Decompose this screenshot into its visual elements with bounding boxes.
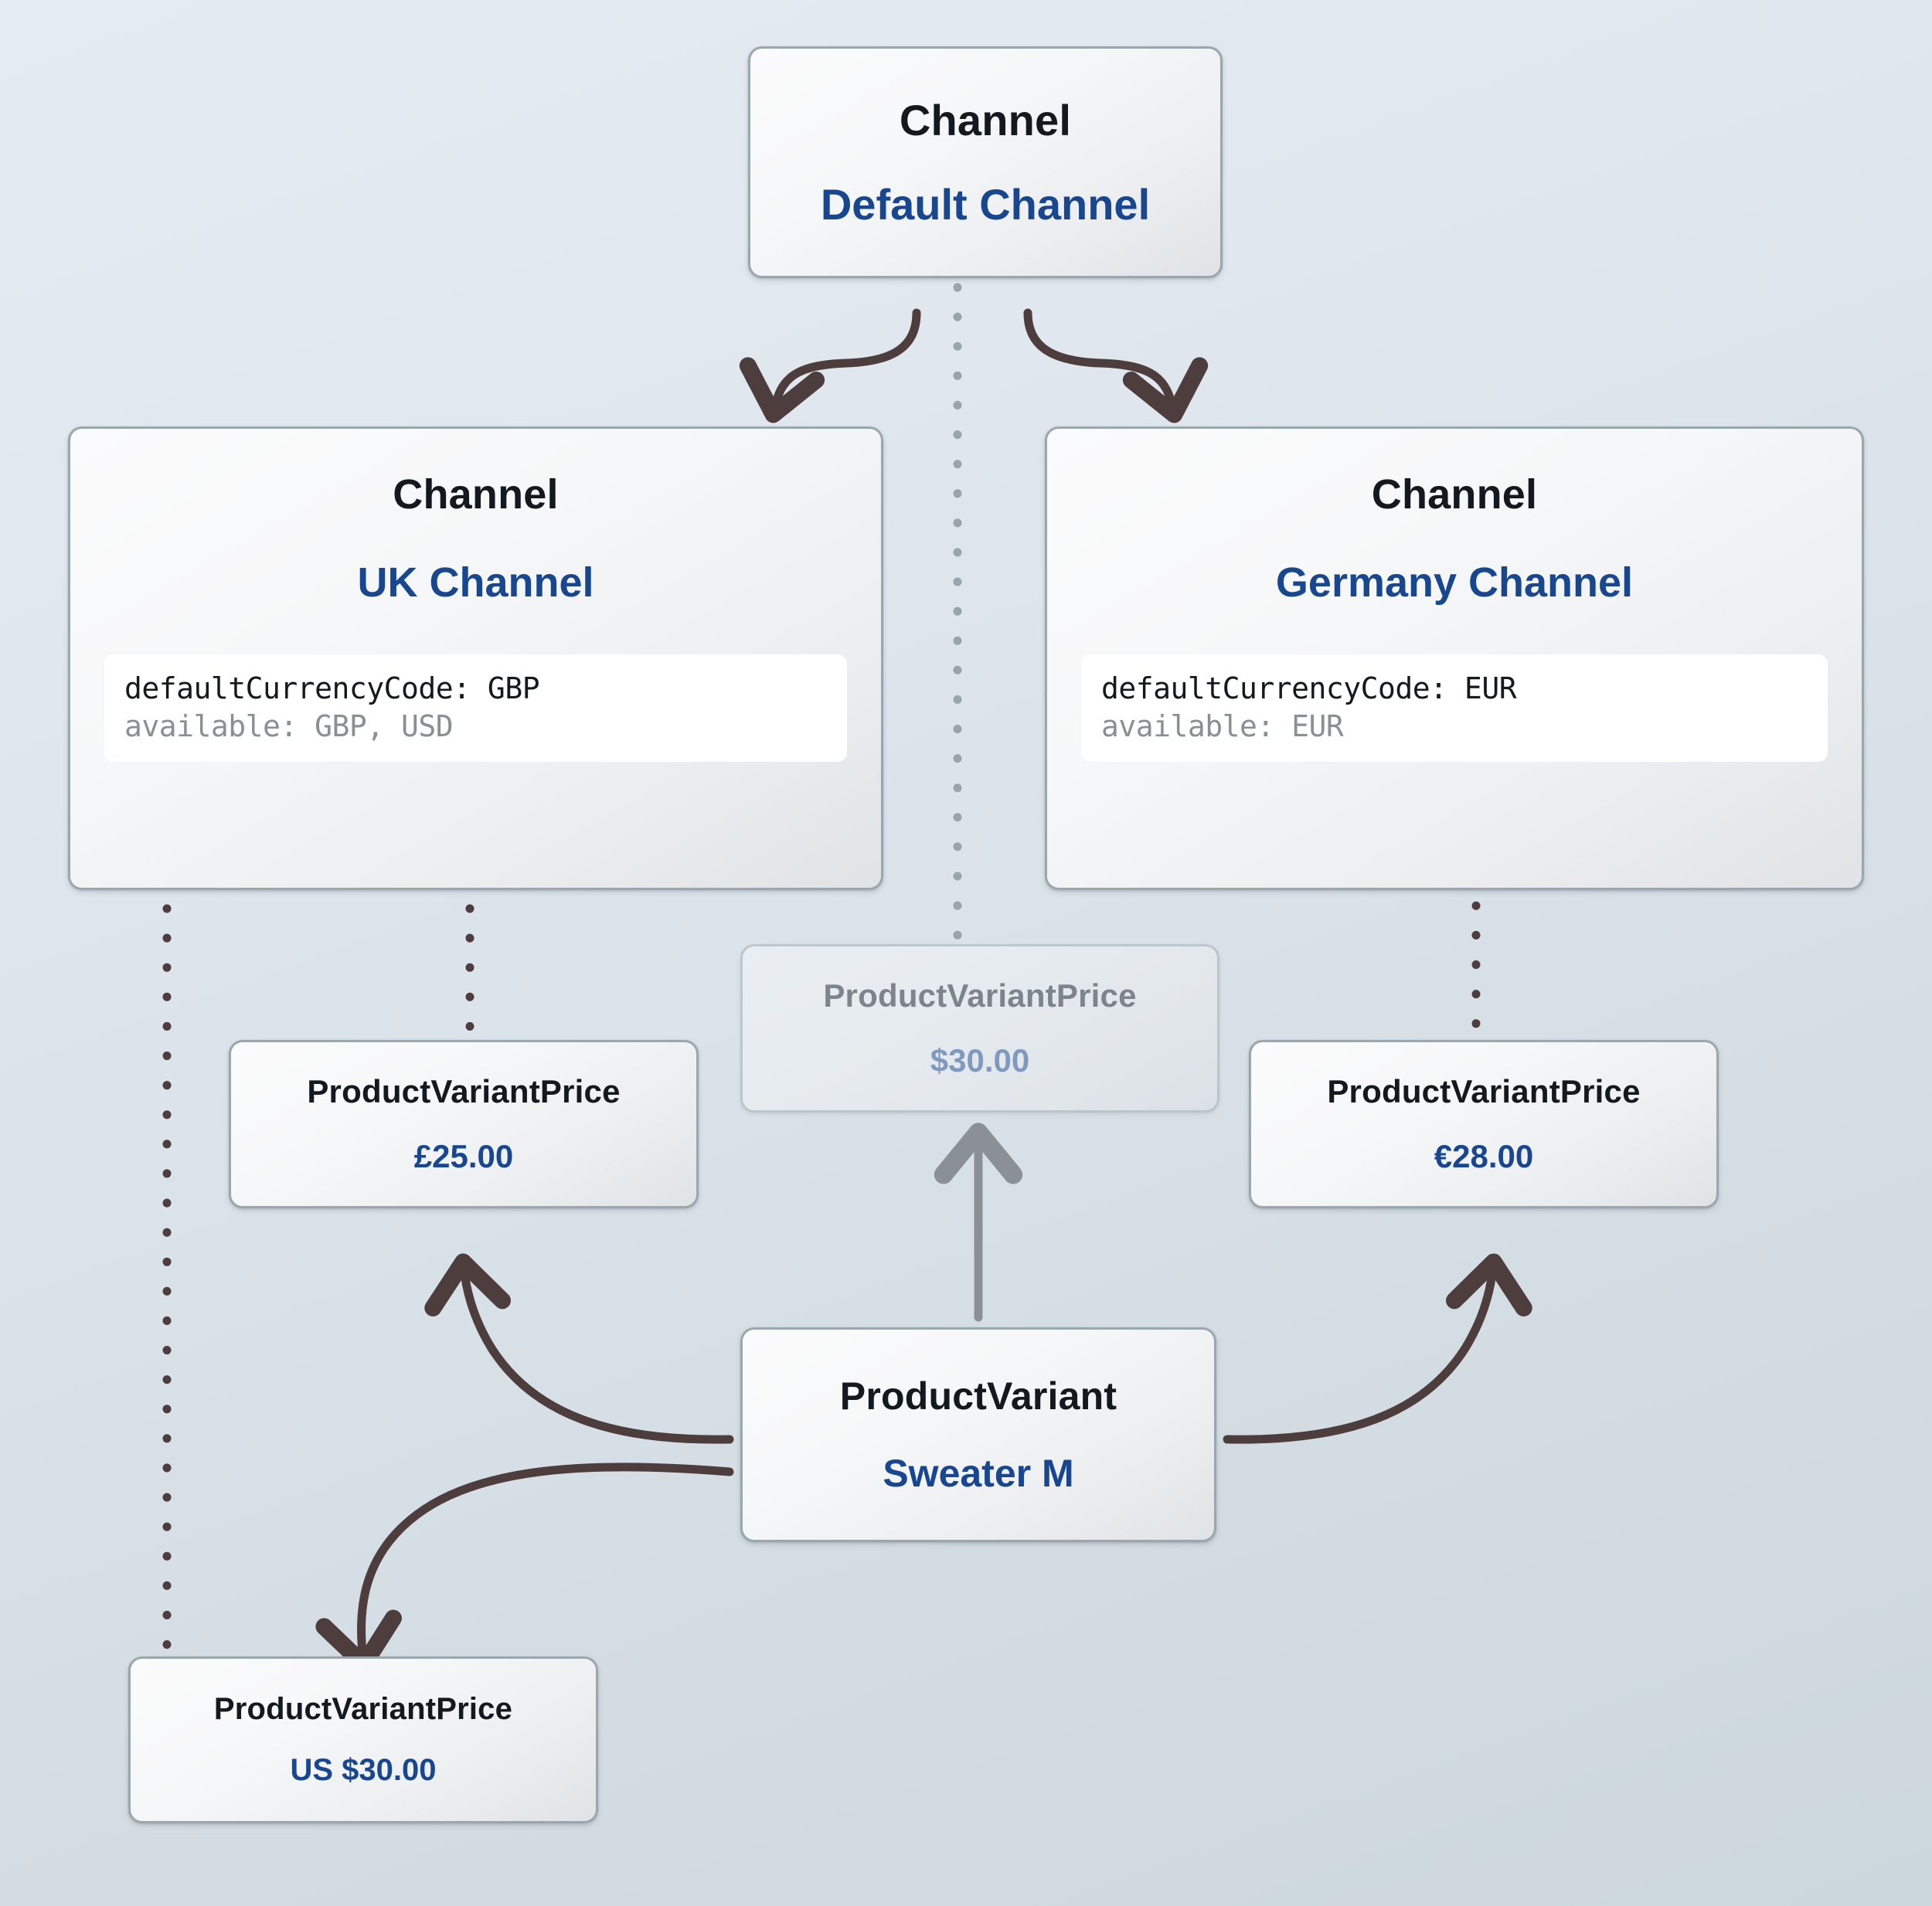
node-product-variant-price-eur[interactable]: ProductVariantPrice €28.00 [1249,1040,1719,1208]
edge-default-to-germany [1023,308,1209,423]
edge-variant-to-price-gbp [424,1253,734,1444]
node-type-label: ProductVariantPrice [823,977,1137,1014]
price-value-label: €28.00 [1434,1138,1534,1174]
node-type-label: ProductVariantPrice [213,1692,513,1726]
price-value-label: $30.00 [930,1042,1030,1079]
available-currencies-line: available: EUR [1101,708,1344,743]
node-name-label: Default Channel [820,180,1151,229]
node-product-variant-price-usd-faded[interactable]: ProductVariantPrice $30.00 [740,944,1219,1113]
node-name-label: Germany Channel [1275,559,1634,606]
price-value-label: US $30.00 [290,1753,437,1787]
node-type-label: Channel [393,471,559,518]
price-value-label: £25.00 [413,1138,514,1174]
edge-variant-to-price-us [315,1463,734,1673]
available-currencies-line: available: GBP, USD [124,708,454,743]
default-currency-code-line: defaultCurrencyCode: EUR [1101,671,1517,705]
default-currency-code-line: defaultCurrencyCode: GBP [124,671,540,705]
node-type-label: ProductVariantPrice [1327,1073,1641,1109]
edge-variant-to-price-eur [1223,1253,1532,1444]
edge-default-to-uk [739,308,921,423]
node-product-variant-price-gbp[interactable]: ProductVariantPrice £25.00 [229,1040,699,1208]
node-type-label: ProductVariantPrice [307,1073,621,1109]
node-germany-channel[interactable]: Channel Germany Channel defaultCurrencyC… [1045,426,1864,890]
node-uk-channel[interactable]: Channel UK Channel defaultCurrencyCode: … [68,426,883,890]
node-type-label: Channel [1371,471,1538,518]
node-product-variant-price-us[interactable]: ProductVariantPrice US $30.00 [128,1656,598,1823]
germany-channel-code-block: defaultCurrencyCode: EUR available: EUR [1081,654,1828,763]
node-type-label: ProductVariant [839,1374,1117,1418]
uk-channel-code-block: defaultCurrencyCode: GBP available: GBP,… [104,654,847,763]
node-type-label: Channel [899,96,1072,144]
node-name-label: UK Channel [357,559,594,606]
node-name-label: Sweater M [883,1452,1074,1495]
node-product-variant[interactable]: ProductVariant Sweater M [740,1327,1216,1542]
node-default-channel[interactable]: Channel Default Channel [748,46,1223,278]
